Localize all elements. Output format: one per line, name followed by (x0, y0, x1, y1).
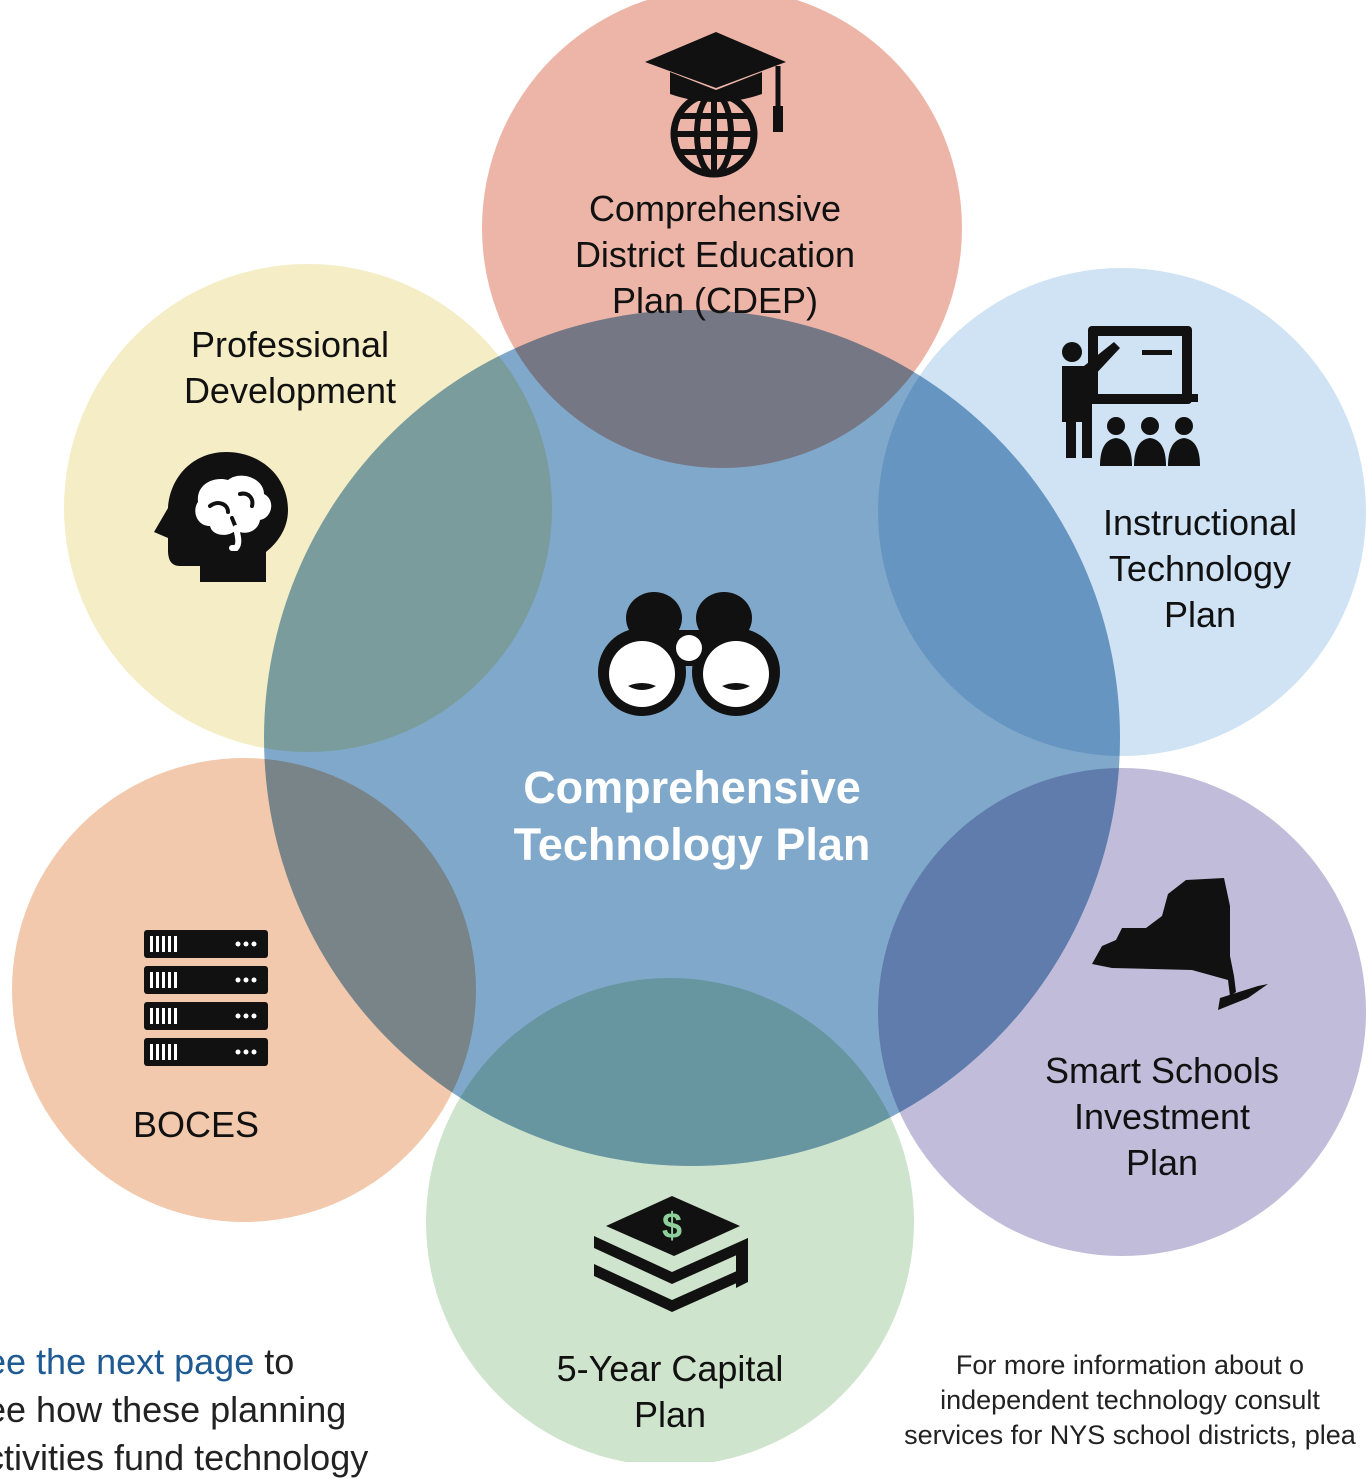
boces-line1: BOCES (132, 1104, 260, 1145)
head-brain-icon (154, 452, 288, 582)
smart-schools-line2: Investment (1073, 1096, 1251, 1138)
professional-development-label: Professional Development (140, 322, 440, 414)
next-page-link[interactable]: ee the next page (0, 1341, 255, 1382)
more-info-line1: For more information about o (955, 1350, 1305, 1380)
instructional-technology-label: Instructional Technology Plan (1060, 500, 1340, 638)
next-page-note: ee the next page to ee how these plannin… (0, 1338, 426, 1482)
instructional-technology-line2: Technology (1108, 548, 1292, 590)
center-title-line1: Comprehensive (523, 762, 861, 813)
more-info-line2: independent technology consult (940, 1385, 1320, 1416)
money-books-icon: $ (594, 1196, 748, 1312)
comprehensive-technology-plan-circle (264, 310, 1120, 1166)
cdep-label-line3: Plan (CDEP) (611, 280, 819, 322)
next-page-note-line2: ee how these planning (0, 1388, 347, 1430)
more-info-line3: services for NYS school districts, plea (904, 1420, 1356, 1451)
svg-text:$: $ (662, 1205, 682, 1246)
server-rack-icon (144, 930, 268, 1066)
center-title-line2: Technology Plan (513, 818, 871, 870)
new-york-state-icon (1092, 878, 1268, 1010)
capital-plan-line1: 5-Year Capital (556, 1348, 784, 1389)
instructional-technology-line1: Instructional (1102, 502, 1298, 543)
instructional-technology-line3: Plan (1163, 594, 1237, 636)
smart-schools-line3: Plan (1125, 1142, 1199, 1184)
capital-plan-line2: Plan (633, 1394, 707, 1436)
center-title: Comprehensive Technology Plan (392, 760, 992, 873)
next-page-note-line1: ee the next page to (0, 1338, 426, 1386)
boces-label: BOCES (96, 1102, 296, 1148)
cdep-label-line2: District Education (574, 234, 856, 276)
teacher-classroom-icon (1062, 326, 1200, 466)
cdep-label-line1: Comprehensive (588, 188, 842, 229)
smart-schools-line1: Smart Schools (1044, 1050, 1280, 1091)
next-page-note-line1-rest: to (254, 1341, 295, 1382)
professional-development-line1: Professional (190, 324, 390, 365)
cdep-label: Comprehensive District Education Plan (C… (520, 186, 910, 324)
graduation-globe-icon (645, 32, 786, 178)
more-info-note: For more information about o independent… (820, 1348, 1370, 1453)
next-page-note-line3: ctivities fund technology (0, 1436, 369, 1478)
professional-development-line2: Development (183, 370, 397, 412)
smart-schools-label: Smart Schools Investment Plan (1010, 1048, 1314, 1186)
binoculars-icon (598, 592, 780, 716)
capital-plan-label: 5-Year Capital Plan (520, 1346, 820, 1438)
